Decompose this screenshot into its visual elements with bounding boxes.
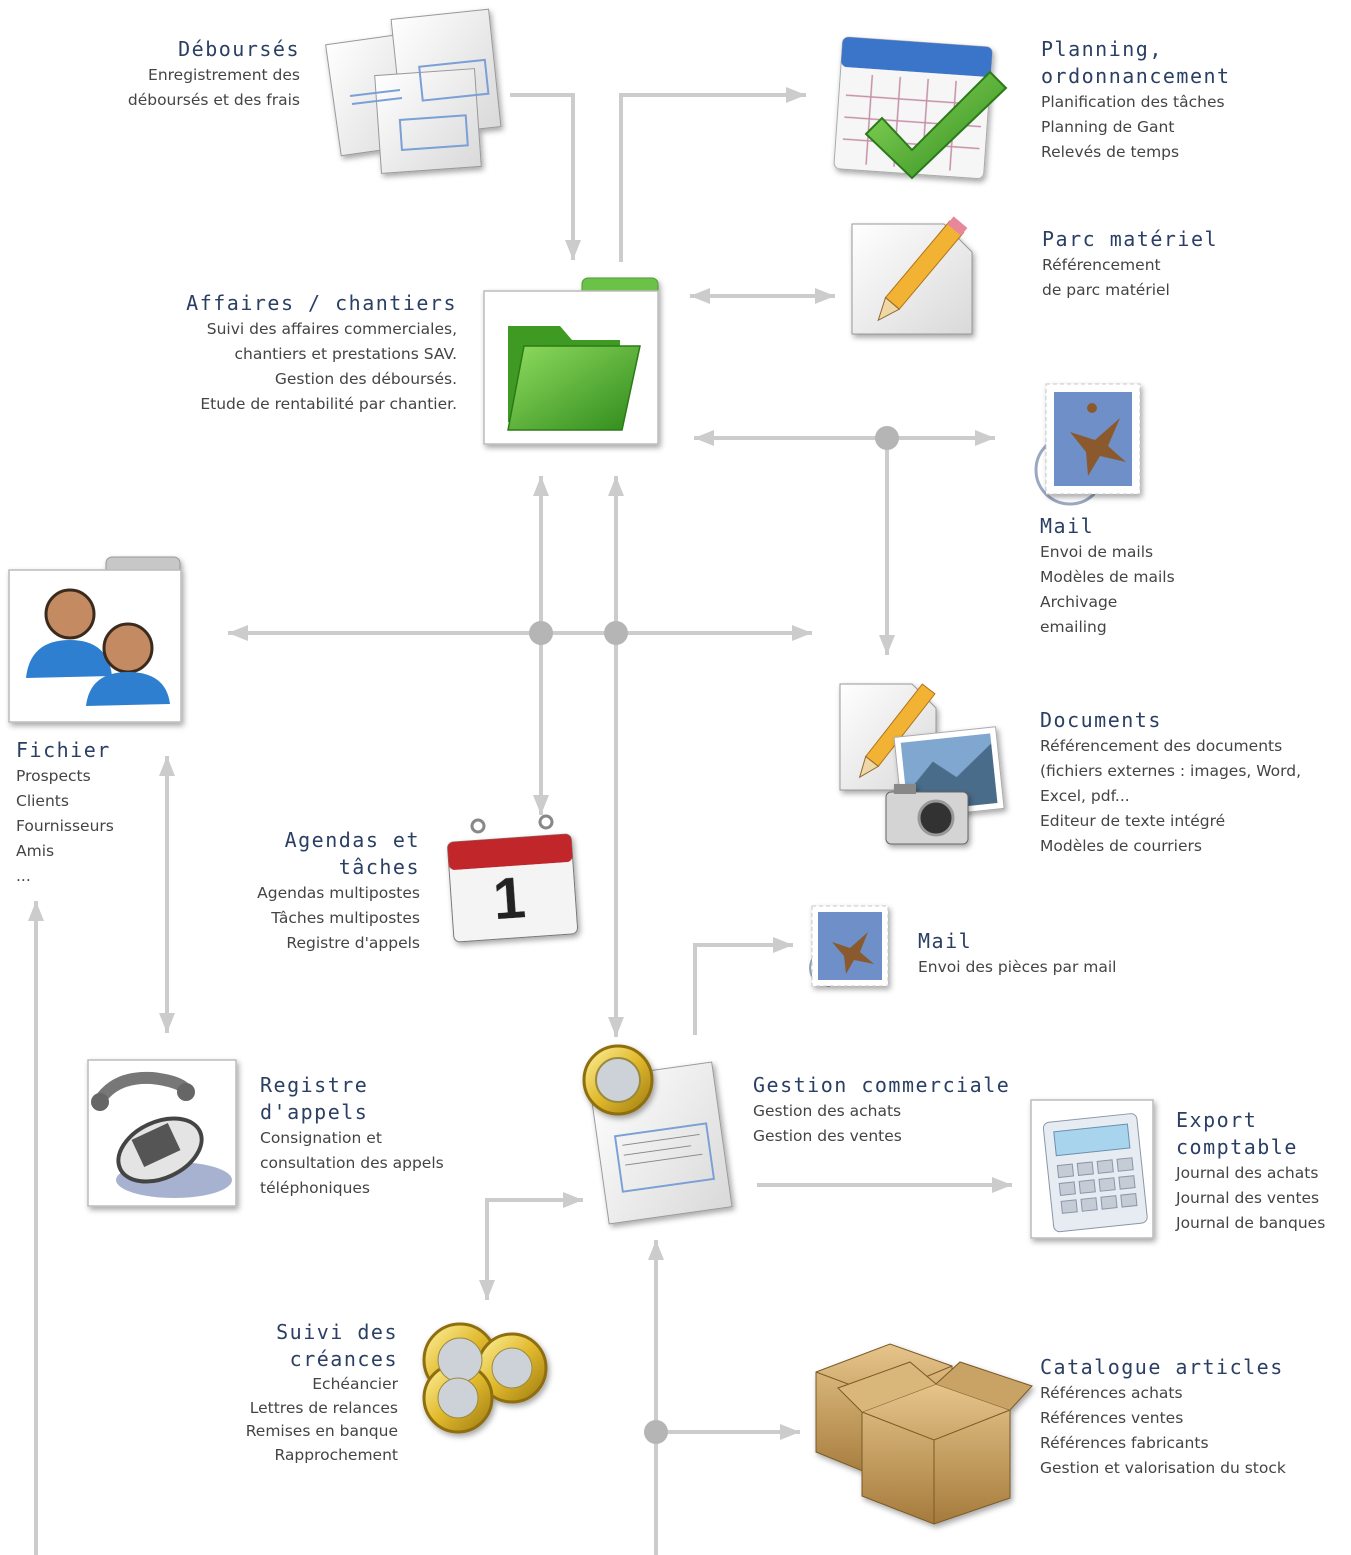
green-folder-icon [483,277,659,445]
registre-line: téléphoniques [260,1179,371,1197]
mail-title: Mail [1040,514,1095,538]
fichier-block: Fichier Prospects Clients Fournisseurs A… [16,737,114,889]
export-line: Journal de banques [1176,1214,1326,1232]
catalogue-line: Références ventes [1040,1409,1184,1427]
catalogue-line: Références achats [1040,1384,1183,1402]
svg-text:1: 1 [491,865,528,932]
junction-dot [875,426,899,450]
creances-line: Rapprochement [274,1445,398,1464]
connector-gestion-mail [693,937,793,1035]
mail-stamp-small-icon [809,905,889,987]
catalogue-line: Références fabricants [1040,1434,1209,1452]
cardboard-boxes-icon [815,1343,1033,1525]
creances-title: Suivi des créances [276,1320,398,1371]
gestion-line: Gestion des ventes [753,1127,902,1145]
export-line: Journal des ventes [1176,1189,1320,1207]
debourses-title: Déboursés [178,37,300,61]
planning-line: Planning de Gant [1041,118,1175,136]
euro-coins-icon [422,1322,548,1434]
mail2-title: Mail [918,929,973,953]
registre-line: consultation des appels [260,1154,444,1172]
calculator-icon [1030,1099,1154,1239]
parc-line: de parc matériel [1042,281,1170,299]
affaires-title: Affaires / chantiers [186,291,457,315]
contacts-icon [8,556,182,723]
documents-line: Editeur de texte intégré [1040,812,1226,830]
fichier-line: Prospects [16,767,91,785]
fichier-line: Amis [16,842,55,860]
affaires-line: Etude de rentabilité par chantier. [200,395,457,413]
catalogue-title: Catalogue articles [1040,1355,1284,1379]
mail-block: Mail Envoi de mails Modèles de mails Arc… [1040,513,1175,640]
debourses-block: Déboursés Enregistrement des déboursés e… [128,36,300,113]
creances-line: Echéancier [312,1375,398,1393]
agendas-line: Tâches multipostes [271,909,420,927]
export-title: Export comptable [1176,1108,1298,1159]
documents-line: Référencement des documents [1040,737,1283,755]
parc-title: Parc matériel [1042,227,1219,251]
parc-line: Référencement [1042,256,1161,274]
mail-line: Archivage [1040,593,1118,611]
affaires-block: Affaires / chantiers Suivi des affaires … [186,290,457,417]
documents-stack-icon [325,8,502,174]
junction-dot [644,1420,668,1444]
mail2-block: Mail Envoi des pièces par mail [918,928,1116,980]
mail-stamp-icon [1034,383,1141,506]
agendas-block: Agendas et tâches Agendas multipostes Tâ… [257,827,420,956]
connector-debourses-affaires [510,93,581,260]
registre-title: Registre d'appels [260,1073,369,1124]
telephone-icon [87,1059,237,1207]
connector-affaires-planning [619,87,806,262]
creances-line: Lettres de relances [249,1398,398,1417]
parc-block: Parc matériel Référencement de parc maté… [1042,226,1218,303]
export-line: Journal des achats [1176,1164,1319,1182]
debourses-line: Enregistrement des [148,66,300,84]
invoice-euro-icon [582,1044,733,1225]
affaires-line: Suivi des affaires commerciales, [206,320,457,338]
planning-title: Planning, ordonnancement [1041,37,1231,88]
creances-line: Remises en banque [245,1422,398,1440]
catalogue-block: Catalogue articles Références achats Réf… [1040,1354,1286,1481]
document-pencil-icon [851,216,973,335]
debourses-line: déboursés et des frais [127,91,300,109]
mail-line: Modèles de mails [1040,568,1175,586]
desk-calendar-icon: 1 [447,814,578,943]
documents-block: Documents Référencement des documents (f… [1040,707,1301,859]
calendar-check-icon [833,36,1008,180]
fichier-line: Fournisseurs [16,817,114,835]
documents-line: Excel, pdf... [1040,787,1130,805]
documents-line: (fichiers externes : images, Word, [1040,762,1302,780]
planning-line: Planification des tâches [1041,93,1225,111]
agendas-title: Agendas et tâches [284,828,420,879]
fichier-line: Clients [16,792,69,810]
connector-gestion-creances [479,1192,583,1300]
gestion-line: Gestion des achats [753,1102,902,1120]
gestion-title: Gestion commerciale [753,1073,1011,1097]
fichier-title: Fichier [16,738,111,762]
planning-block: Planning, ordonnancement Planification d… [1041,36,1231,165]
catalogue-line: Gestion et valorisation du stock [1040,1459,1286,1477]
agendas-line: Registre d'appels [286,934,420,952]
agendas-line: Agendas multipostes [257,884,420,902]
affaires-line: Gestion des déboursés. [274,370,457,388]
documents-title: Documents [1040,708,1162,732]
fichier-line: ... [16,867,31,885]
junction-dot [529,621,553,645]
mail-line: emailing [1040,618,1107,636]
registre-line: Consignation et [260,1129,382,1147]
mail-line: Envoi de mails [1040,543,1154,561]
mail2-line: Envoi des pièces par mail [918,958,1117,976]
export-block: Export comptable Journal des achats Jour… [1176,1107,1325,1236]
documents-line: Modèles de courriers [1040,837,1202,855]
creances-block: Suivi des créances Echéancier Lettres de… [246,1319,398,1467]
planning-line: Relevés de temps [1041,143,1180,161]
gestion-block: Gestion commerciale Gestion des achats G… [753,1072,1010,1149]
affaires-line: chantiers et prestations SAV. [234,345,457,363]
junction-dot [604,621,628,645]
registre-block: Registre d'appels Consignation et consul… [260,1072,444,1201]
documents-photo-camera-icon [839,683,1005,845]
